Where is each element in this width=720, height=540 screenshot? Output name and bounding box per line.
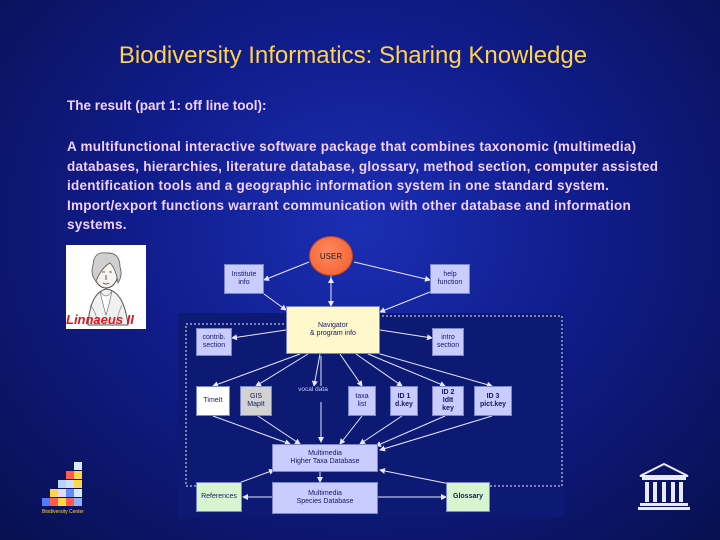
institute-info-box: Institute info (224, 264, 264, 294)
contrib-section-box: contrib. section (196, 328, 232, 356)
eti-logo-subtext: Biodiversity Center (42, 509, 84, 514)
gis-mapit-box: GIS MapIt (240, 386, 272, 416)
slide-title: Biodiversity Informatics: Sharing Knowle… (118, 42, 588, 69)
references-box: References (196, 482, 242, 512)
id2-key-box: ID 2 IdIt key (432, 386, 464, 416)
glossary-box: Glossary (446, 482, 490, 512)
species-database-box: Multimedia Species Database (272, 482, 378, 514)
navigator-box: Navigator & program info (286, 306, 380, 354)
slide-subtitle: The result (part 1: off line tool): (67, 98, 267, 113)
id3-key-box: ID 3 pict.key (474, 386, 512, 416)
taxa-list-box: taxa list (348, 386, 376, 416)
portrait-caption: Linnaeus II (66, 312, 134, 327)
intro-section-box: intro section (432, 328, 464, 356)
eti-logo-text: ETI (84, 484, 122, 509)
id1-key-box: ID 1 d.key (390, 386, 418, 416)
eti-logo: ETI Biodiversity Center (40, 462, 130, 515)
temple-logo (636, 462, 692, 512)
user-node: USER (309, 236, 353, 276)
higher-taxa-database-box: Multimedia Higher Taxa Database (272, 444, 378, 472)
slide-body-text: A multifunctional interactive software p… (67, 139, 659, 232)
vocal-data-label: vocal data (298, 386, 328, 402)
linnaeus-portrait (66, 245, 146, 329)
timeit-box: TimeIt (196, 386, 230, 416)
help-function-box: help function (430, 264, 470, 294)
